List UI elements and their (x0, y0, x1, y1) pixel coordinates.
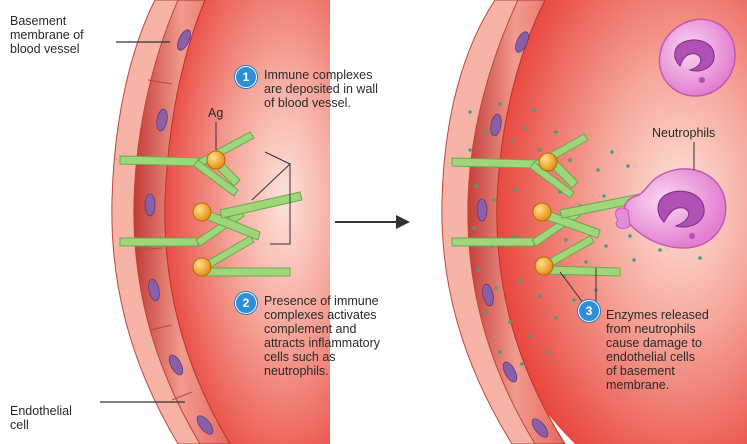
step-3-text: Enzymes released from neutrophils cause … (606, 308, 709, 392)
endothelial-cell-label: Endothelial cell (10, 404, 72, 432)
step-2-badge: 2 (235, 292, 257, 314)
step-1-badge: 1 (235, 66, 257, 88)
step-3-badge: 3 (578, 300, 600, 322)
transition-arrow (335, 215, 410, 229)
nucleus (145, 194, 155, 216)
antigen-label: Ag (208, 106, 223, 120)
antigen (193, 258, 211, 276)
antigen (535, 257, 553, 275)
antigen (207, 151, 225, 169)
antigen (533, 203, 551, 221)
step-1-text: Immune complexes are deposited in wall o… (264, 68, 378, 110)
step-2-text: Presence of immune complexes activates c… (264, 294, 380, 378)
basement-membrane-label: Basement membrane of blood vessel (10, 14, 84, 56)
neutrophils-label: Neutrophils (652, 126, 715, 140)
antigen (539, 153, 557, 171)
antigen (193, 203, 211, 221)
nucleus (477, 199, 487, 221)
